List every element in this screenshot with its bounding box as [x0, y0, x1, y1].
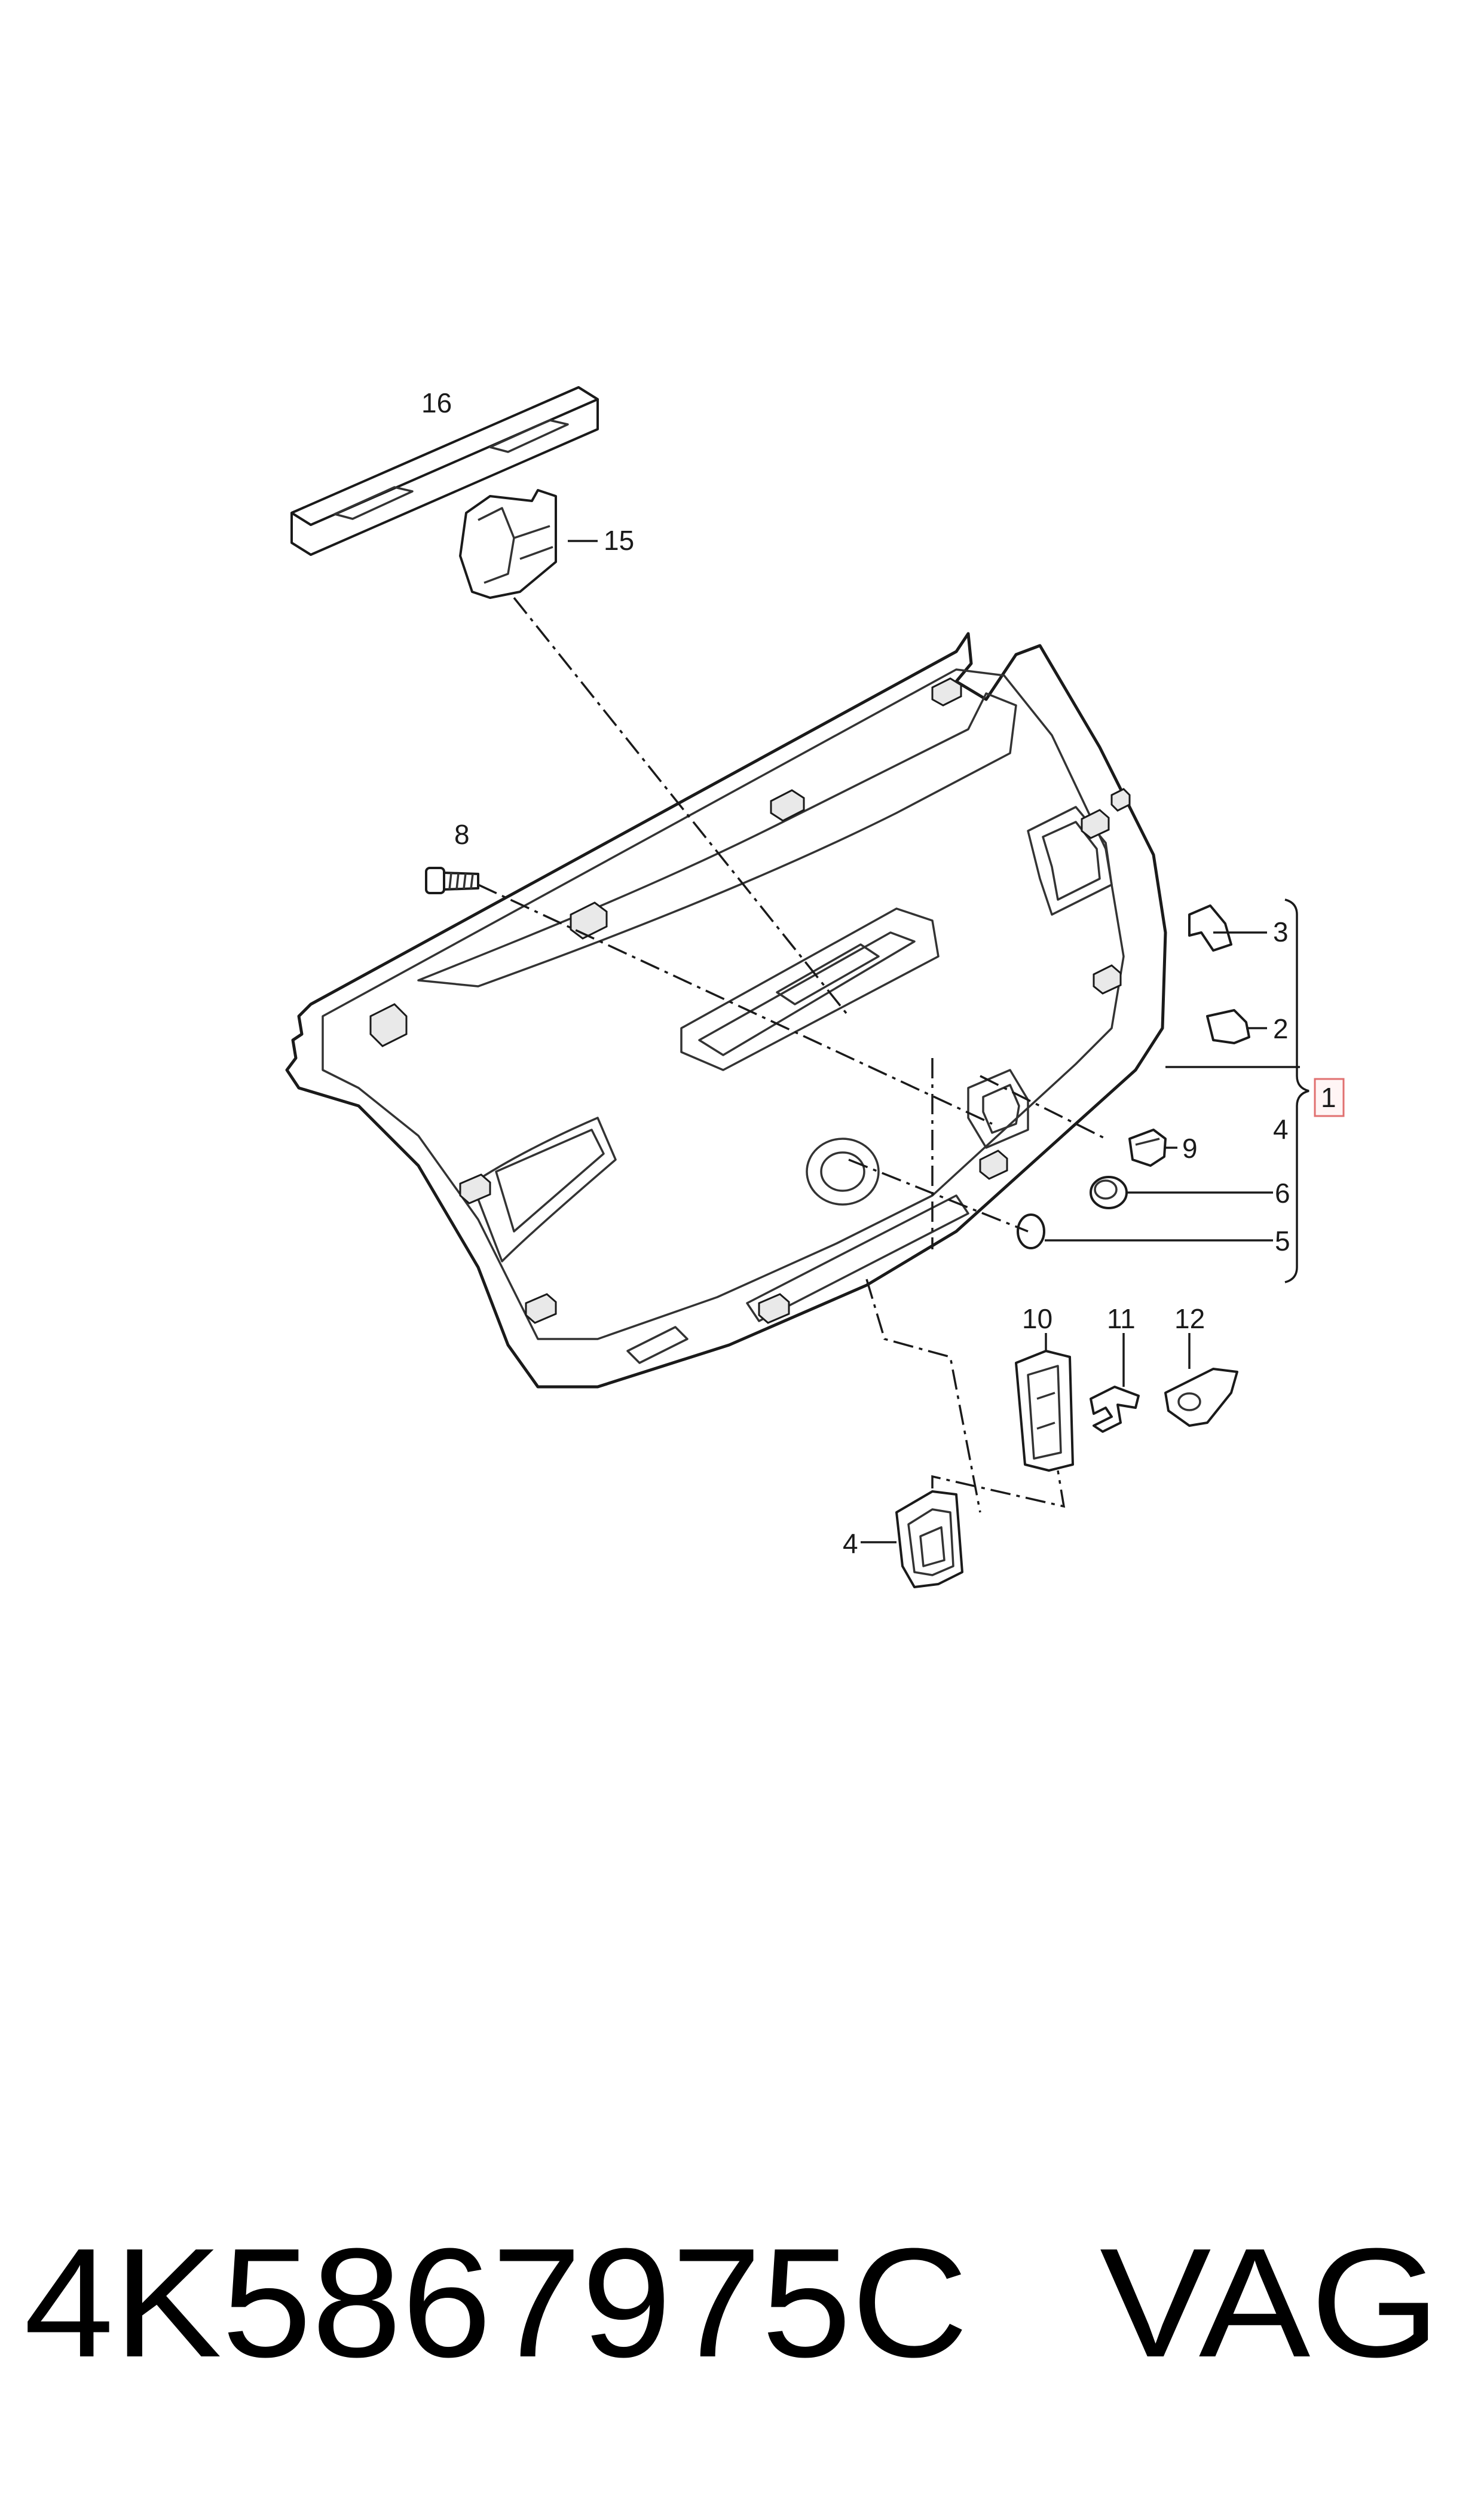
callout-labels: 16 15 8 3 2 1 4 9 6 5 10 11 12 4 [421, 387, 1345, 1559]
callout-8: 8 [454, 819, 470, 850]
callout-1: 1 [1321, 1082, 1336, 1113]
callout-11: 11 [1107, 1303, 1136, 1334]
part-number: 4K5867975C [24, 2217, 968, 2390]
dash-dot-lines [478, 597, 1106, 1513]
callout-3: 3 [1273, 916, 1289, 947]
part-3-clip [1188, 904, 1232, 952]
part-15-bracket [459, 489, 557, 599]
part-4-lock-cover [895, 1490, 963, 1588]
part-9-clip [1128, 1129, 1167, 1167]
callout-16: 16 [421, 387, 452, 418]
callout-4-part: 4 [843, 1528, 858, 1559]
part-11-bracket [1090, 1386, 1140, 1433]
callout-6: 6 [1275, 1178, 1290, 1209]
trunk-lid-trim-panel [285, 632, 1167, 1389]
callout-9: 9 [1182, 1133, 1198, 1164]
part-8-screw [425, 867, 479, 894]
part-6-plug [1090, 1176, 1128, 1209]
brand-label: VAG [1100, 2217, 1440, 2390]
part-12-bracket [1164, 1368, 1238, 1427]
callout-4-bracket: 4 [1273, 1114, 1289, 1145]
callout-1-highlight-box [1314, 1078, 1345, 1117]
leader-lines [568, 540, 1309, 1543]
part-2-clip [1206, 1009, 1250, 1044]
callout-15: 15 [604, 525, 634, 556]
callout-5: 5 [1275, 1225, 1290, 1257]
part-5-plug [1017, 1213, 1045, 1249]
callout-2: 2 [1273, 1013, 1289, 1044]
part-16-trim-strip [290, 386, 599, 556]
part-10-handle [1015, 1350, 1074, 1472]
callout-12: 12 [1174, 1303, 1205, 1334]
callout-10: 10 [1022, 1303, 1052, 1334]
